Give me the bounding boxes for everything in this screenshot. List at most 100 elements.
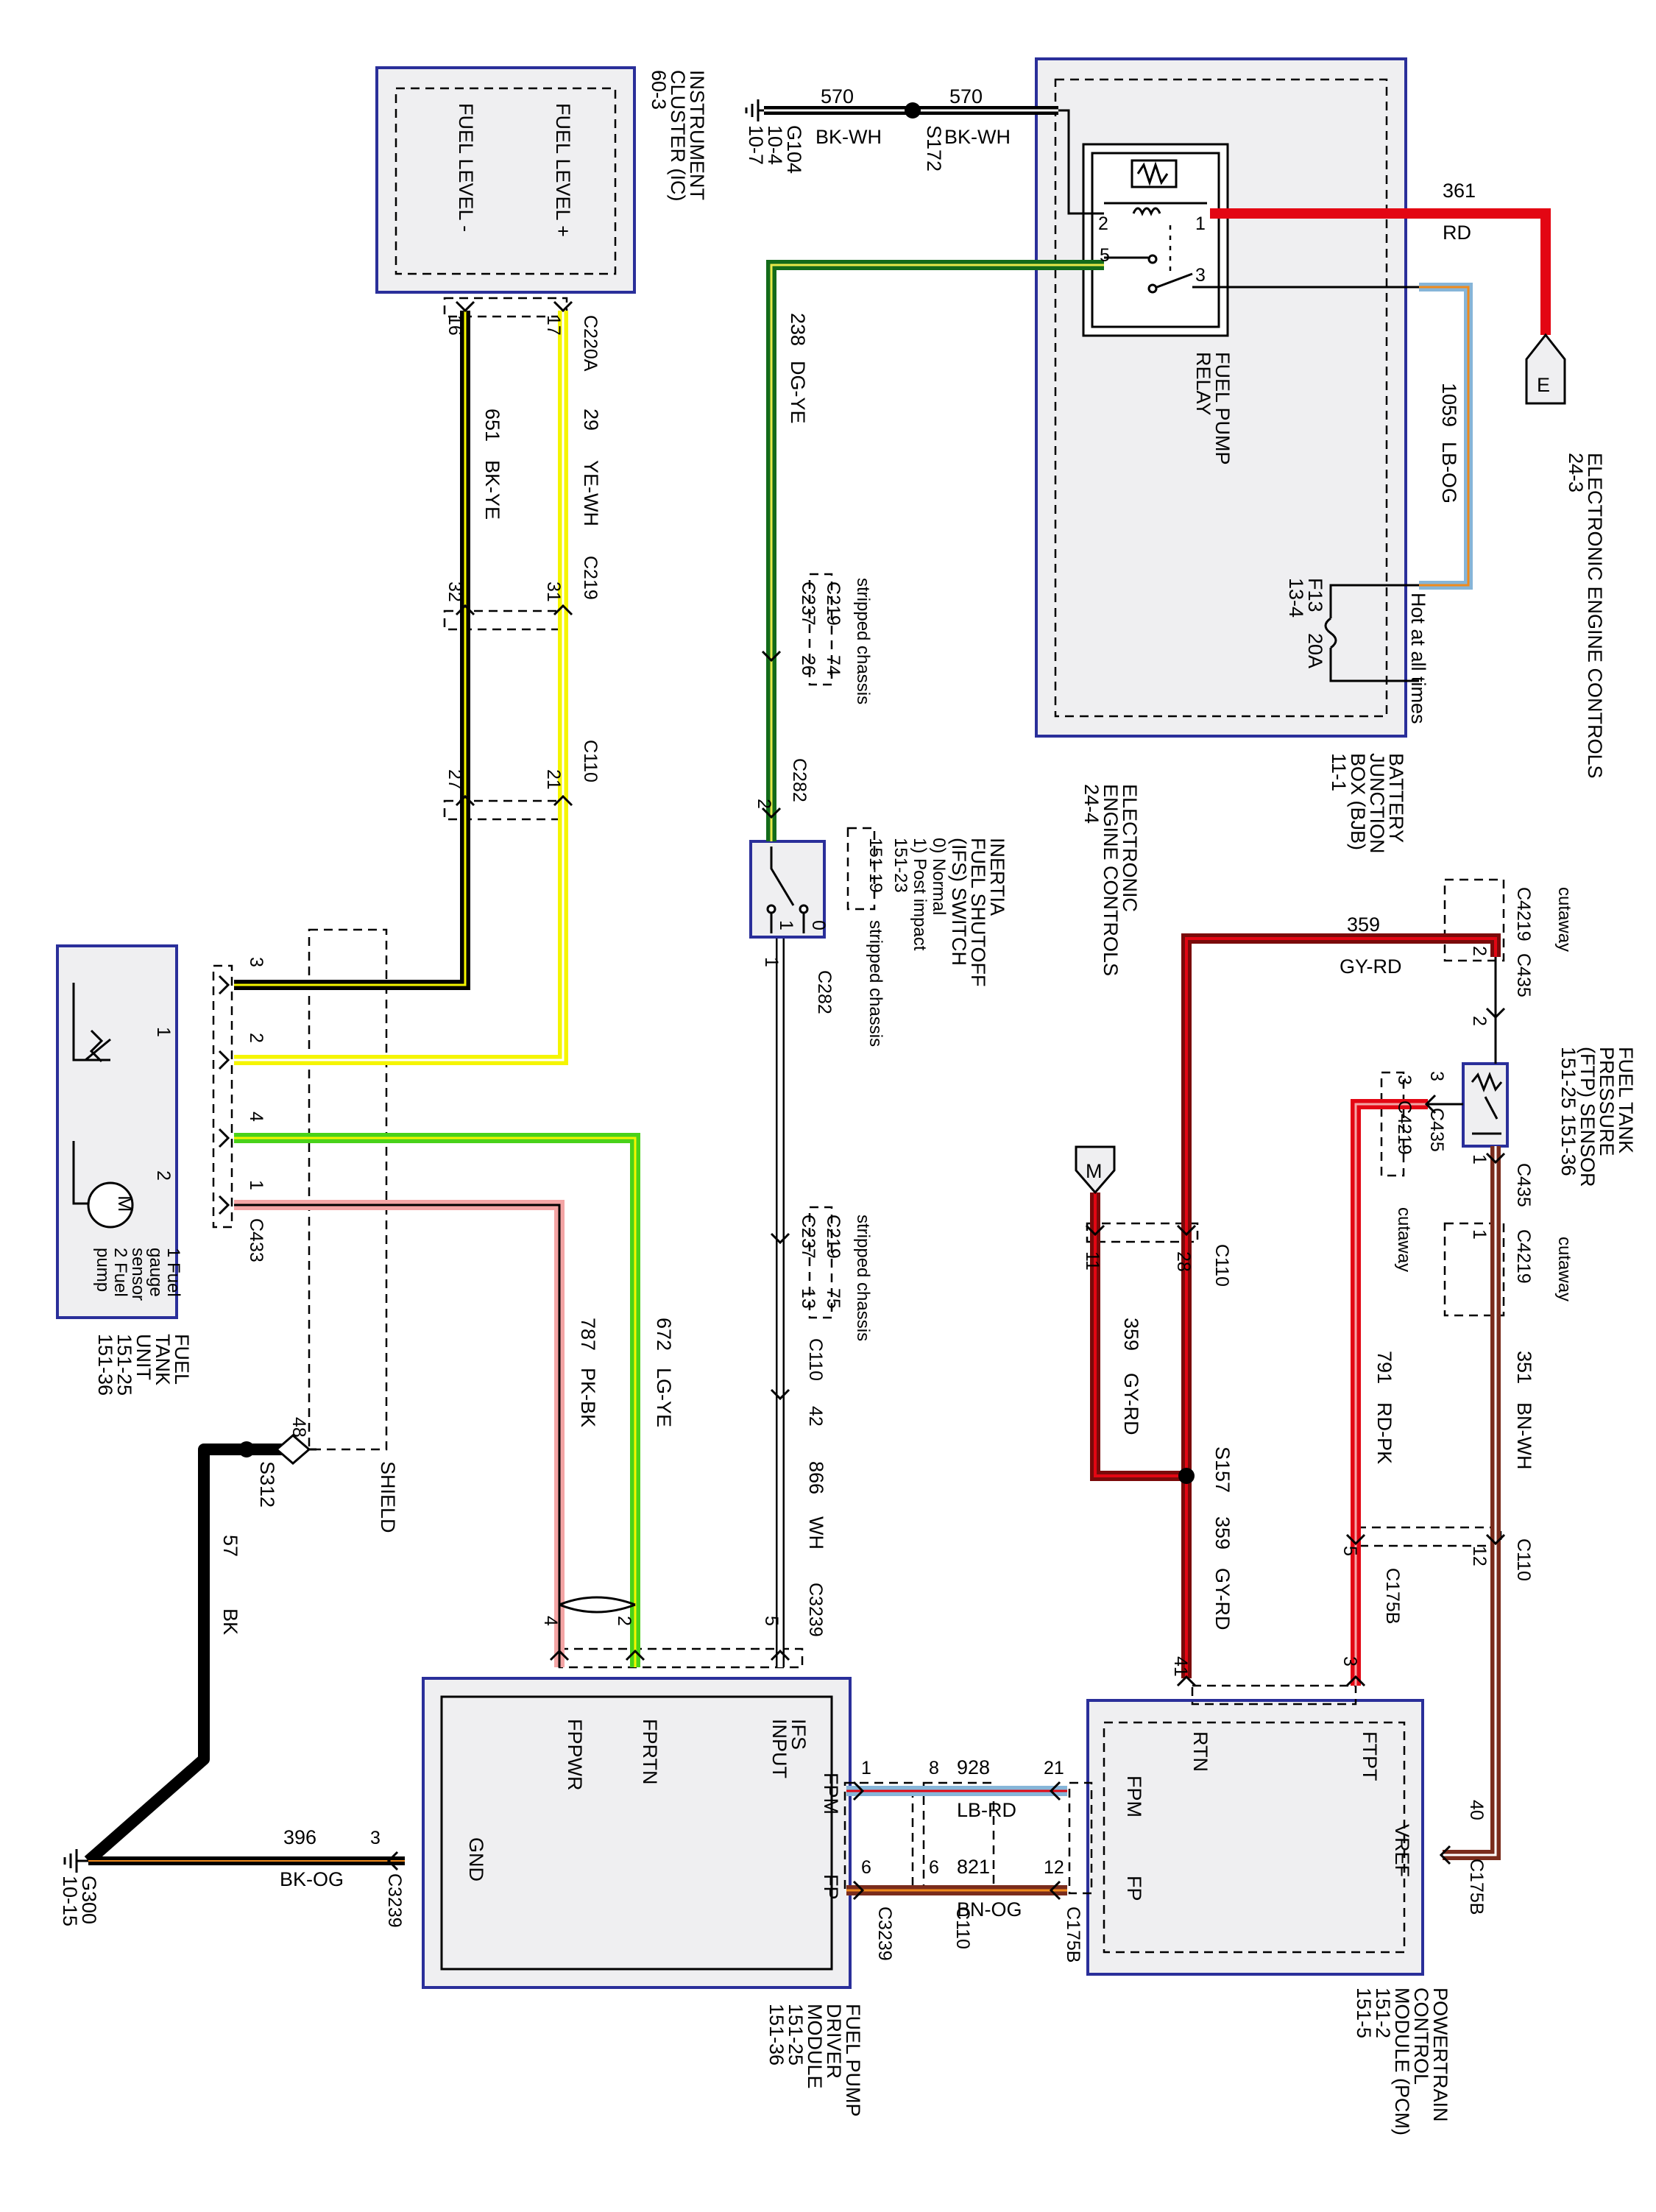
relay-pin3: 3	[1195, 265, 1206, 286]
pin-6-fp: 6	[861, 1857, 871, 1878]
conn-c110-b: C110	[805, 1338, 826, 1381]
pin-8-fpm: 8	[929, 1758, 939, 1778]
pin-2-c4219: 2	[1469, 946, 1490, 956]
wire-351-color: BN-WH	[1513, 1402, 1535, 1469]
wire-651-circuit: 651	[481, 409, 503, 442]
relay-pin5: 5	[1100, 245, 1110, 266]
tank-pin4: 4	[246, 1112, 266, 1122]
fuse-id: F13	[1304, 578, 1326, 612]
fpdm-pin-fpm: FPM	[820, 1773, 842, 1815]
ic-title-line2: CLUSTER (IC)	[667, 70, 689, 202]
pin-11: 11	[1082, 1251, 1103, 1271]
relay-pin2: 2	[1098, 213, 1108, 234]
conn-c435-c: C435	[1513, 1163, 1534, 1207]
ftp-title-line3: (FTP) SENSOR	[1577, 1047, 1599, 1187]
pin-26: 26	[798, 655, 818, 676]
fpdm-title-line1: FUEL PUMP	[842, 2004, 864, 2117]
stripped-note-a: stripped chassis	[853, 578, 873, 704]
c110-fpm-group	[922, 1781, 995, 1895]
relay-pin1: 1	[1195, 213, 1206, 234]
ic-title-line1: INSTRUMENT	[686, 70, 708, 200]
pin-28: 28	[1173, 1251, 1194, 1272]
bjb-title-line2: JUNCTION	[1366, 753, 1388, 854]
fuse-f13-wire	[1329, 584, 1419, 682]
conn-c237-a: C237	[798, 582, 818, 626]
wire-928-color: LB-RD	[957, 1799, 1016, 1821]
pin-12-fp: 12	[1044, 1857, 1064, 1878]
c110-group	[443, 799, 568, 821]
wire-672-circuit: 672	[653, 1318, 675, 1351]
fpdm-pin-fp: FP	[820, 1874, 842, 1900]
fuel-pump-relay	[1082, 143, 1229, 337]
fpdm-ref1: 151-25	[785, 2004, 807, 2066]
wire-791-circuit: 791	[1373, 1351, 1395, 1384]
fpdm-title-line3: MODULE	[804, 2004, 826, 2089]
pcm-pin-rtn: RTN	[1189, 1731, 1211, 1772]
conn-c110-lower: C110	[1513, 1538, 1534, 1581]
cutaway-b: cutaway	[1394, 1207, 1414, 1272]
fuse-f13-symbol	[1324, 617, 1337, 649]
pin-1-c4219: 1	[1469, 1229, 1490, 1240]
ifs-pos1: 1	[776, 920, 796, 930]
wire-570a-color: BK-WH	[815, 126, 882, 148]
pin-2-ifs: 2	[754, 799, 774, 809]
pin-3-c175b: 3	[1340, 1656, 1360, 1667]
conn-c175b-vref: C175B	[1466, 1859, 1487, 1915]
pcm-pin-vref: VREF	[1391, 1824, 1413, 1877]
splice-s172	[905, 102, 921, 119]
wire-359a-circuit: 359	[1347, 914, 1380, 936]
bjb-ref: 11-1	[1328, 753, 1350, 791]
wire-361-color: RD	[1443, 222, 1471, 244]
tank-pin2: 2	[246, 1033, 266, 1043]
conn-c4219-a: C4219	[1513, 887, 1534, 941]
wire-359c-circuit: 359	[1211, 1516, 1234, 1550]
pin-41: 41	[1170, 1656, 1191, 1677]
pin-1-fpm: 1	[861, 1758, 871, 1778]
eec-mid-line1: ELECTRONIC	[1119, 784, 1141, 912]
wire-672-color: LG-YE	[653, 1368, 675, 1427]
wire-787-circuit: 787	[577, 1318, 599, 1351]
pin-32: 32	[445, 582, 465, 602]
fpdm-ref2: 151-36	[765, 2004, 788, 2066]
pin-13: 13	[798, 1288, 818, 1309]
pin-3-c4219-b: 3	[1394, 1075, 1415, 1085]
wire-1059-color: LB-OG	[1438, 442, 1460, 503]
fpdm-pin-ifs-line2: INPUT	[768, 1719, 790, 1778]
c4219-cutaway-a	[1443, 878, 1505, 962]
ifs-title-line1: INERTIA	[986, 838, 1008, 916]
connector-m	[1075, 1145, 1116, 1195]
wire-791-color: RD-PK	[1373, 1402, 1395, 1464]
conn-c110-a: C110	[580, 740, 601, 782]
ifs-note: stripped chassis	[866, 920, 885, 1047]
tank-pin1: 1	[246, 1180, 266, 1190]
ground-g300-symbol	[63, 1849, 88, 1873]
pin-1-ifs: 1	[761, 957, 782, 967]
wire-570a-circuit: 570	[821, 85, 854, 107]
tank-pin3: 3	[246, 957, 266, 967]
pin-5-c110: 5	[1340, 1546, 1360, 1556]
wire-57	[84, 1444, 293, 1866]
c219-group	[443, 609, 568, 631]
conn-c3239-gnd: C3239	[384, 1873, 405, 1928]
ftp-sensor-box	[1462, 1062, 1509, 1148]
shield-outline	[308, 928, 388, 1451]
pin-31: 31	[543, 582, 564, 602]
ifs-ref2: 151-19	[866, 838, 885, 893]
wire-351	[1443, 1146, 1501, 1860]
ground-g104-ref1: 10-4	[764, 125, 786, 165]
ifs-state-post: 1) Post impact	[910, 838, 930, 951]
gauge-pin1: 1	[153, 1027, 174, 1037]
wire-29-circuit: 29	[580, 409, 602, 431]
connector-chevrons	[218, 300, 1506, 1901]
pin-3-ftp: 3	[1426, 1071, 1447, 1081]
bjb-hot-label: Hot at all times	[1407, 593, 1429, 724]
pcm-box	[1086, 1699, 1424, 1976]
ground-g300-ref: 10-15	[59, 1876, 81, 1926]
wire-866-color: WH	[805, 1516, 827, 1550]
tank-ref2: 151-36	[94, 1334, 116, 1396]
pcm-title-line2: CONTROL	[1410, 1987, 1432, 2085]
tank-title-line3: UNIT	[132, 1334, 155, 1380]
pin-75: 75	[823, 1288, 843, 1309]
wire-821-color: BN-OG	[957, 1898, 1022, 1921]
eec-top-ref: 24-3	[1565, 453, 1587, 492]
